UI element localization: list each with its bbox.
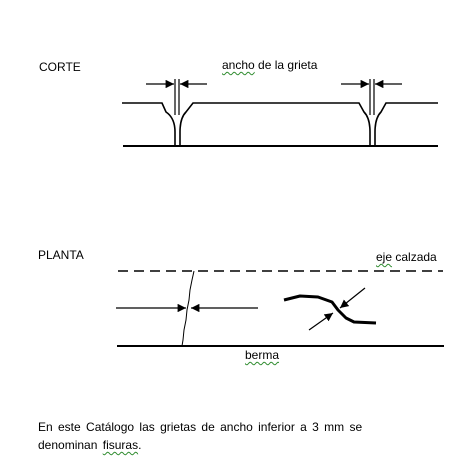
- wide-crack-arrow-upper: [339, 287, 366, 309]
- planta-title: PLANTA: [38, 248, 84, 262]
- corte-surface-line: [122, 102, 438, 146]
- road-axis-label: eje calzada: [376, 250, 437, 264]
- road-axis-label-word1: eje: [376, 250, 393, 264]
- crack-width-label-word1: ancho: [222, 58, 255, 72]
- planta-section: [116, 270, 444, 347]
- caption-line-2-suffix: .: [138, 438, 142, 452]
- transverse-crack: [181, 270, 195, 347]
- corte-title: CORTE: [39, 60, 81, 74]
- wide-crack-arrow-lower: [308, 312, 334, 331]
- road-axis-label-word2: calzada: [395, 250, 437, 264]
- shoulder-label: berma: [245, 348, 279, 362]
- shoulder-label-text: berma: [245, 348, 280, 362]
- wide-crack: [283, 294, 377, 325]
- caption-line-2: denominan fisuras.: [38, 436, 438, 454]
- caption-line-2-prefix: denominan: [38, 438, 98, 452]
- caption-term: fisuras: [102, 438, 139, 452]
- crack-width-label: ancho de la grieta: [222, 58, 317, 72]
- caption-line-1: En este Catálogo las grietas de ancho in…: [38, 420, 363, 434]
- crack-width-label-rest: de la grieta: [258, 58, 318, 72]
- corte-section: [122, 79, 438, 147]
- caption: En este Catálogo las grietas de ancho in…: [38, 418, 438, 454]
